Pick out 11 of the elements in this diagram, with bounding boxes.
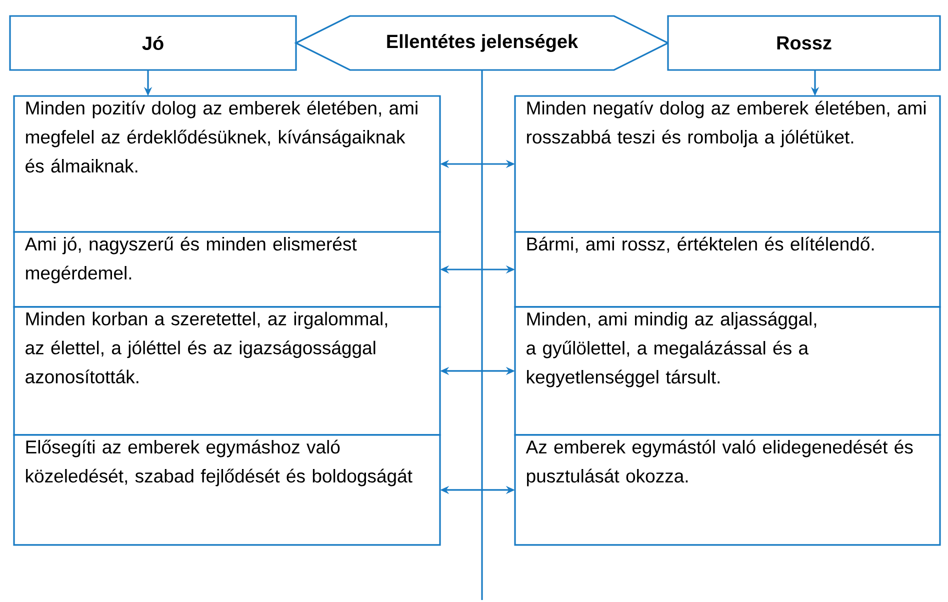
text-box: Az emberek egymástól való elidegenedését és pusztulását okozza. (514, 434, 941, 546)
text-box: Minden korban a szeretettel, az irgalommal, az élettel, a jóléttel és az igazságossággal azonosították. (13, 306, 441, 436)
text-box: Minden negatív dolog az emberek életében, ami rosszabbá teszi és rombolja a jólétüket. (514, 95, 941, 233)
text-box: Minden pozitív dolog az emberek életében, ami megfelel az érdeklődésüknek, kívánságaiknak és álmaiknak. (13, 95, 441, 233)
text-box: Minden, ami mindig az aljassággal, a gyűlölettel, a megalázással és a kegyetlenséggel társult. (514, 306, 941, 436)
text-box: Elősegíti az emberek egymáshoz való közeledését, szabad fejlődését és boldogságát (13, 434, 441, 546)
header-box: Rossz (667, 15, 941, 71)
text-box: Bármi, ami rossz, értéktelen és elítélendő. (514, 231, 941, 308)
connector-line (481, 70, 483, 600)
header-box: Jó (9, 15, 297, 71)
text-box: Ami jó, nagyszerű és minden elismerést megérdemel. (13, 231, 441, 308)
